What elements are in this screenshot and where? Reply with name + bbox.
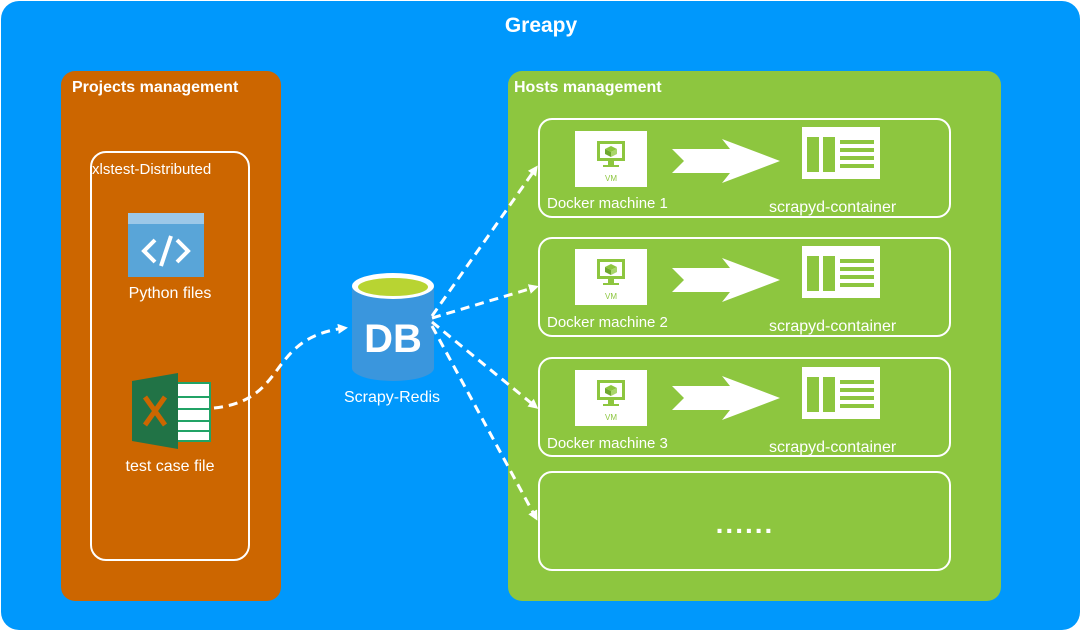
project-box: [90, 151, 250, 561]
docker-machine-3-label: Docker machine 3: [547, 435, 668, 452]
vm-icon: VM: [575, 131, 647, 187]
arrow-icon: [672, 139, 780, 183]
container-icon: [802, 127, 880, 179]
docker-machine-2-label: Docker machine 2: [547, 314, 668, 331]
diagram-title: Greapy: [504, 14, 578, 37]
vm-tag: VM: [605, 413, 617, 422]
hosts-management-heading: Hosts management: [514, 79, 662, 96]
container-icon: [802, 246, 880, 298]
docker-machine-3-box: [538, 357, 951, 457]
database-icon: DB: [352, 273, 434, 381]
db-icon-text: DB: [364, 317, 422, 361]
python-files-label: Python files: [128, 285, 212, 302]
docker-machine-2-box: [538, 237, 951, 337]
arrow-icon: [672, 258, 780, 302]
db-to-more-hosts-arrow: [430, 325, 538, 521]
testcase-to-db-arrow: [213, 323, 348, 410]
project-name: xlstest-Distributed: [92, 161, 212, 178]
scrapy-redis-label: Scrapy-Redis: [343, 389, 441, 406]
db-to-machine-3-arrow: [431, 320, 539, 409]
test-case-file-label: test case file: [125, 458, 215, 475]
scrapyd-container-1-label: scrapyd-container: [769, 199, 897, 216]
arrow-icon: [672, 376, 780, 420]
more-hosts-ellipsis: ......: [715, 508, 775, 539]
vm-icon: VM: [575, 370, 647, 426]
more-hosts-box: [538, 471, 951, 571]
docker-machine-1-box: [538, 118, 951, 218]
vm-tag: VM: [605, 174, 617, 183]
db-to-machine-2-arrow: [431, 284, 539, 320]
excel-file-icon: [132, 373, 211, 449]
db-to-machine-1-arrow: [430, 165, 538, 317]
vm-tag: VM: [605, 292, 617, 301]
container-icon: [802, 367, 880, 419]
docker-machine-1-label: Docker machine 1: [547, 195, 668, 212]
python-file-icon: [128, 213, 204, 277]
scrapyd-container-3-label: scrapyd-container: [769, 439, 897, 456]
projects-management-heading: Projects management: [72, 79, 239, 96]
vm-icon: VM: [575, 249, 647, 305]
scrapyd-container-2-label: scrapyd-container: [769, 318, 897, 335]
